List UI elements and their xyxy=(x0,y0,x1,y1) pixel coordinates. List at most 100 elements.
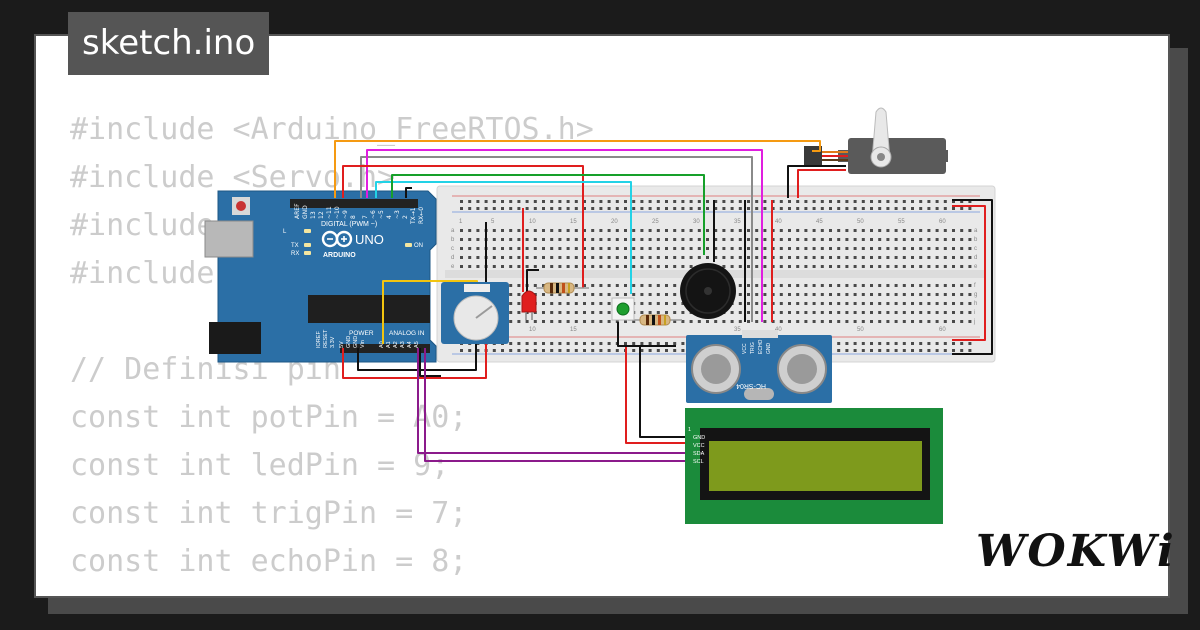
servo-horn[interactable] xyxy=(871,107,891,161)
breadboard-hole xyxy=(624,256,627,259)
breadboard-hole xyxy=(943,293,947,296)
breadboard-hole xyxy=(771,229,775,232)
breadboard-hole xyxy=(902,229,906,232)
buzzer[interactable] xyxy=(680,263,736,319)
file-name-tab[interactable]: sketch.ino xyxy=(68,12,270,75)
wokwi-logo[interactable]: WOKWi xyxy=(976,526,1176,577)
potentiometer[interactable] xyxy=(441,282,509,344)
breadboard-hole xyxy=(911,256,914,259)
code-line: const int trigPin = 7; xyxy=(70,496,468,531)
breadboard-hole xyxy=(853,320,857,323)
breadboard-hole xyxy=(870,302,873,305)
pot-knob-indicator[interactable] xyxy=(475,305,493,319)
breadboard-hole xyxy=(509,265,513,268)
pin-label-2: 2 xyxy=(402,215,409,219)
breadboard-hole xyxy=(820,238,824,241)
pushbutton[interactable] xyxy=(611,297,635,321)
breadboard-hole xyxy=(902,320,906,323)
breadboard-hole xyxy=(861,247,865,250)
breadboard-hole xyxy=(960,229,964,232)
ultrasonic-sensor[interactable]: VCC TRIG ECHO GND HC-SR04 xyxy=(686,330,832,403)
breadboard-hole xyxy=(738,207,742,210)
breadboard-hole xyxy=(673,311,677,314)
breadboard-hole xyxy=(861,284,865,287)
breadboard-hole xyxy=(656,200,660,203)
breadboard-hole xyxy=(861,311,865,314)
lcd-display[interactable]: 1 GND VCC SDA SCL xyxy=(685,408,943,524)
breadboard-hole xyxy=(943,284,947,287)
breadboard-hole xyxy=(804,265,808,268)
breadboard-hole xyxy=(935,265,939,268)
breadboard-hole xyxy=(525,200,529,203)
breadboard-hole xyxy=(730,200,734,203)
breadboard-hole xyxy=(894,284,898,287)
breadboard-hole xyxy=(492,265,496,268)
breadboard-hole xyxy=(730,238,734,241)
breadboard-hole xyxy=(738,284,742,287)
red-led[interactable] xyxy=(521,290,537,320)
breadboard-hole xyxy=(607,265,611,268)
breadboard-hole xyxy=(919,256,923,259)
breadboard-hole xyxy=(902,247,906,250)
breadboard-hole xyxy=(689,238,693,241)
breadboard-hole xyxy=(624,342,627,345)
bb-col-label: 10 xyxy=(529,219,536,225)
breadboard-hole xyxy=(812,284,816,287)
breadboard-hole xyxy=(574,342,578,345)
breadboard-hole xyxy=(492,229,496,232)
breadboard-hole xyxy=(542,311,545,314)
breadboard-hole xyxy=(943,207,947,210)
breadboard-hole xyxy=(952,320,955,323)
breadboard-hole xyxy=(566,207,570,210)
breadboard-hole xyxy=(755,200,759,203)
breadboard-hole xyxy=(574,238,578,241)
breadboard-hole xyxy=(796,256,800,259)
bb-row-label: g xyxy=(974,292,977,298)
breadboard-hole xyxy=(779,207,783,210)
breadboard-hole xyxy=(706,200,709,203)
breadboard-hole xyxy=(615,256,619,259)
breadboard-hole xyxy=(919,320,923,323)
breadboard-hole xyxy=(968,302,972,305)
breadboard-hole xyxy=(796,247,800,250)
breadboard-hole xyxy=(829,265,832,268)
breadboard-hole xyxy=(894,238,898,241)
breadboard-hole xyxy=(574,284,578,287)
breadboard-hole xyxy=(615,349,619,352)
breadboard-hole xyxy=(968,311,972,314)
servo-motor[interactable] xyxy=(804,107,948,174)
pin-label-gnd-a: GND xyxy=(346,336,352,348)
reset-button[interactable] xyxy=(236,201,246,211)
breadboard-hole xyxy=(689,200,693,203)
breadboard-hole xyxy=(574,200,578,203)
breadboard-hole xyxy=(894,256,898,259)
breadboard-hole xyxy=(968,342,972,345)
breadboard-hole xyxy=(927,320,931,323)
breadboard-hole xyxy=(763,265,767,268)
bb-col-label: 15 xyxy=(570,327,577,333)
breadboard-hole xyxy=(583,200,586,203)
breadboard-hole xyxy=(894,247,898,250)
breadboard-hole xyxy=(919,247,923,250)
breadboard-hole xyxy=(624,284,627,287)
breadboard-hole xyxy=(747,284,750,287)
breadboard-hole xyxy=(714,229,718,232)
breadboard-hole xyxy=(755,302,759,305)
pin-label-vin: Vin xyxy=(360,340,366,348)
bb-col-label: 45 xyxy=(816,219,823,225)
breadboard-hole xyxy=(542,265,545,268)
breadboard-hole xyxy=(640,200,644,203)
breadboard-hole xyxy=(886,342,890,345)
breadboard-hole xyxy=(550,320,554,323)
pin-label-gnd-b: GND xyxy=(353,336,359,348)
breadboard-hole xyxy=(460,200,463,203)
breadboard-hole xyxy=(845,302,849,305)
breadboard-hole xyxy=(812,293,816,296)
bb-col-label: 60 xyxy=(939,327,946,333)
breadboard-hole xyxy=(533,200,537,203)
breadboard-hole xyxy=(943,265,947,268)
breadboard-hole xyxy=(747,302,750,305)
breadboard-hole xyxy=(943,311,947,314)
pin-label-5: ~5 xyxy=(378,210,385,219)
arduino-uno-board[interactable]: AREF GND 13 12 ~11 ~10 ~9 8 7 ~6 ~5 4 ~3… xyxy=(204,190,437,363)
